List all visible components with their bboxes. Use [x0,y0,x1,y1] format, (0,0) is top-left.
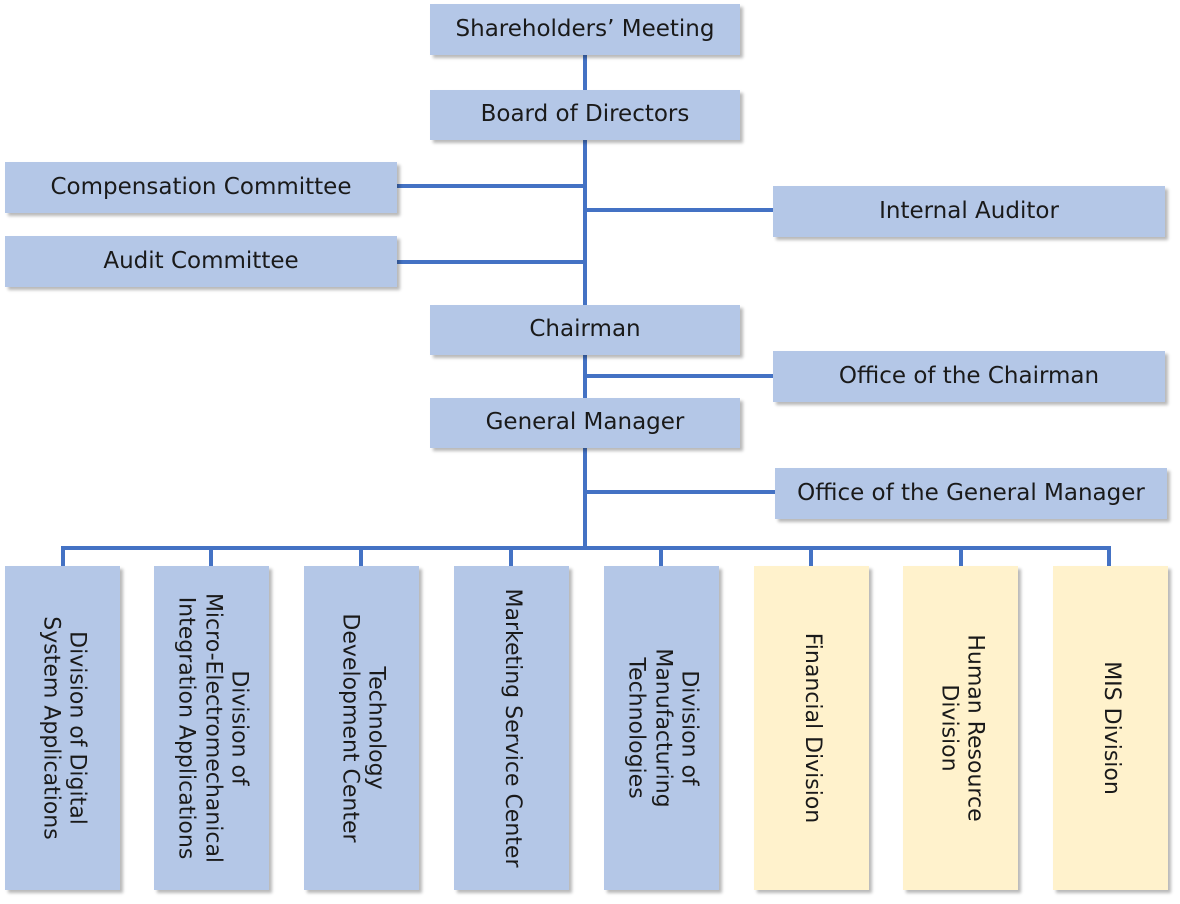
node-label: Technology Development Center [336,613,388,843]
node-label: Compensation Committee [50,173,352,200]
node-label: Internal Auditor [879,197,1059,224]
node-marketing-service-center: Marketing Service Center [454,566,569,890]
node-label: Office of the General Manager [797,479,1145,506]
node-division-digital-system-applications: Division of Digital System Applications [5,566,120,890]
node-label: Board of Directors [480,101,690,128]
node-division-micro-electromechanical: Division of Micro-Electromechanical Inte… [154,566,269,890]
node-office-of-the-general-manager: Office of the General Manager [775,468,1167,519]
node-internal-auditor: Internal Auditor [773,186,1165,237]
node-general-manager: General Manager [430,398,740,448]
node-label: Division of Manufacturing Technologies [623,648,702,808]
node-technology-development-center: Technology Development Center [304,566,419,890]
node-office-of-the-chairman: Office of the Chairman [773,351,1165,402]
node-compensation-committee: Compensation Committee [5,162,397,213]
node-label: Shareholders’ Meeting [455,15,715,42]
node-division-manufacturing-technologies: Division of Manufacturing Technologies [604,566,719,890]
node-label: Division of Digital System Applications [37,616,89,840]
node-chairman: Chairman [430,305,740,355]
node-financial-division: Financial Division [754,566,869,890]
node-human-resource-division: Human Resource Division [903,566,1018,890]
node-label: Human Resource Division [935,634,987,822]
node-shareholders-meeting: Shareholders’ Meeting [430,4,740,55]
node-label: General Manager [485,409,685,436]
node-mis-division: MIS Division [1053,566,1168,890]
node-label: MIS Division [1098,661,1124,795]
node-label: Marketing Service Center [499,588,525,868]
node-label: Audit Committee [103,247,299,274]
node-board-of-directors: Board of Directors [430,90,740,140]
node-label: Division of Micro-Electromechanical Inte… [173,592,252,864]
node-audit-committee: Audit Committee [5,236,397,287]
node-label: Chairman [529,316,641,343]
node-label: Financial Division [799,632,825,824]
node-label: Office of the Chairman [838,362,1100,389]
